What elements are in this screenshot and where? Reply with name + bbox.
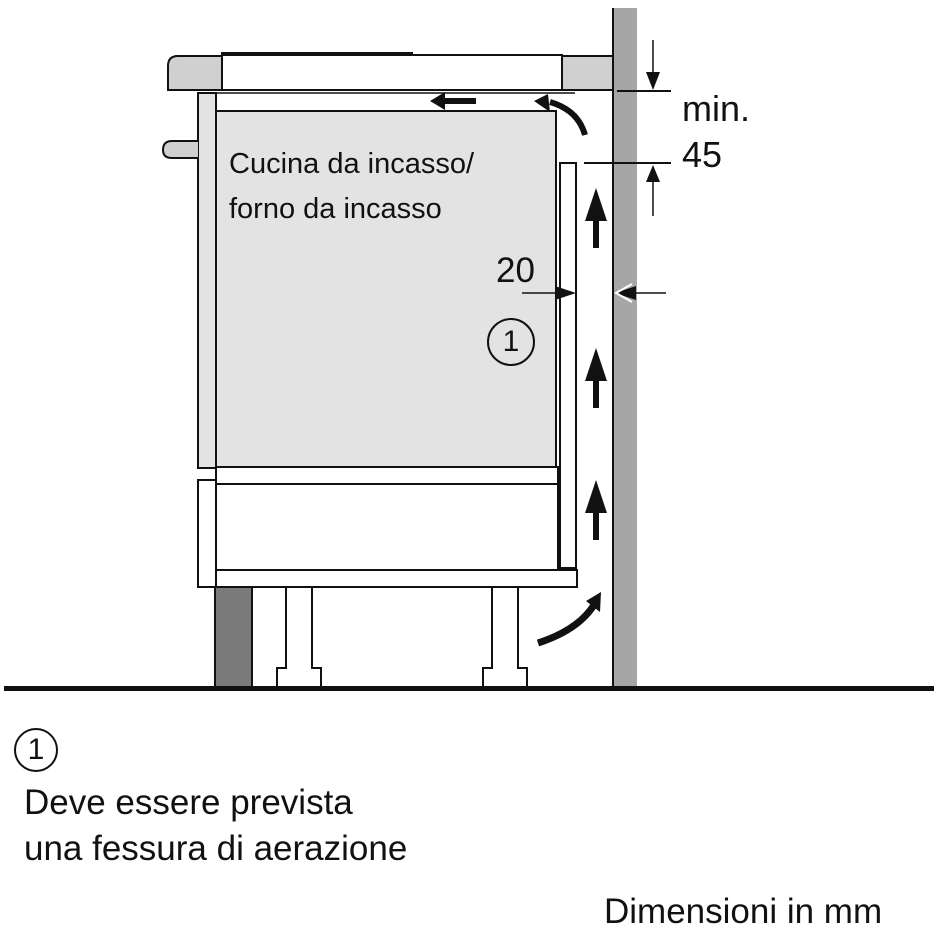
arrow-up-icon [585,188,607,248]
drawer-front [197,479,217,588]
cabinet-side [559,162,577,569]
appliance-label-line1: Cucina da incasso/ [229,148,475,180]
foot-left [276,586,322,689]
airflow-arrows [430,92,607,647]
drawer [215,483,559,571]
worktop-left [167,55,223,91]
appliance-label-line2: forno da incasso [229,193,442,225]
arrow-up-icon [585,480,607,540]
plinth [214,586,253,689]
callout-marker: 1 [487,318,535,366]
dimension-gap [522,283,666,303]
wall [613,8,637,688]
floor [4,686,934,691]
oven-door [197,92,217,469]
legend-marker: 1 [14,728,58,772]
clearance-label: min. 45 [682,86,750,178]
oven-handle [161,140,198,159]
shelf [215,466,559,485]
legend-number: 1 [27,733,45,766]
units-note: Dimensioni in mm [604,892,883,931]
legend-line2: una fessura di aerazione [24,829,408,868]
clearance-min-text: min. [682,88,751,129]
arrow-up-icon [585,348,607,408]
legend-text: Deve essere prevista una fessura di aera… [24,780,407,872]
legend-line1: Deve essere prevista [24,783,353,822]
arrow-curve-icon [536,603,597,647]
dimension-clearance [584,40,671,216]
callout-number: 1 [502,325,520,358]
clearance-value: 45 [682,134,723,175]
worktop-right [561,55,614,91]
gap-dimension-label: 20 [496,251,535,290]
arrow-curve-icon [549,99,588,136]
foot-right [482,586,528,689]
arrow-left-icon [430,92,476,110]
base-board [215,569,578,588]
appliance-label: Cucina da incasso/ forno da incasso [229,142,474,232]
